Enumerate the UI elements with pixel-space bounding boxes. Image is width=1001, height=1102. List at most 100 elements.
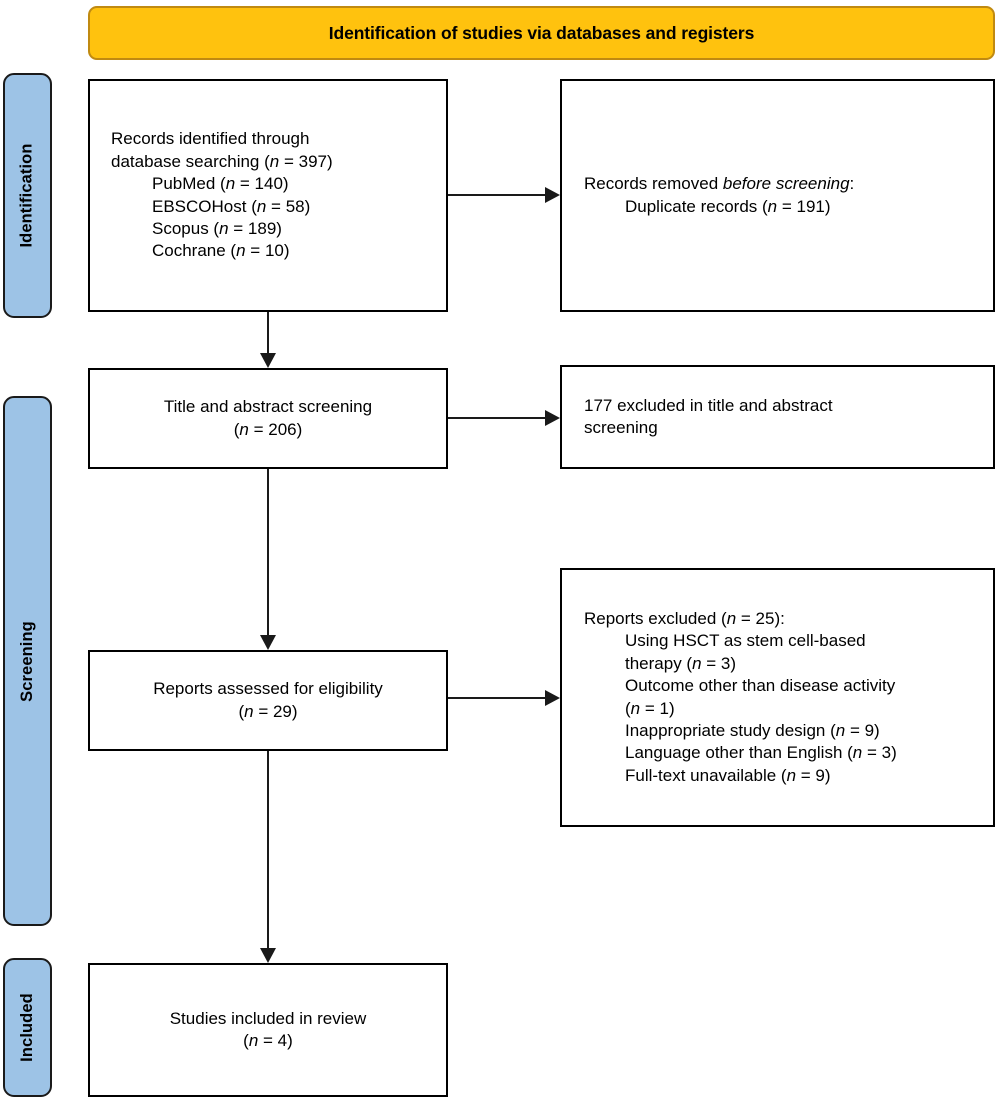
reports-excluded-text: Reports excluded (n = 25): Using HSCT as… [584,608,983,788]
reports-excluded-heading-suffix: = 25): [736,608,785,628]
records-removed-line1-italic: before screening [722,174,850,194]
records-identified-line2-suffix: = 397) [279,151,333,171]
source-ebscohost-name: EBSCOHost ( [152,196,257,216]
source-item-scopus: Scopus (n = 189) [111,218,434,240]
arrowhead-screening-to-excluded [545,410,560,426]
studies-included-line2-suffix: = 4) [258,1031,293,1050]
reason-design-line1: Inappropriate study design ( [625,720,836,740]
reason-item-language: Language other than English (n = 3) [584,742,983,764]
arrowhead-identified-to-screening [260,353,276,368]
reason-outcome-n: n [630,698,641,718]
records-identified-line1: Records identified through [111,129,310,149]
records-removed-duplicates: Duplicate records (n = 191) [584,196,983,218]
reason-hsct-line1: Using HSCT as stem cell-based [625,631,866,651]
records-removed-line2-suffix: = 191) [777,196,831,216]
source-pubmed-name: PubMed ( [152,174,226,194]
connector-identified-to-removed [448,194,545,196]
reason-fulltext-value: = 9) [796,765,831,785]
source-pubmed-value: = 140) [235,174,289,194]
records-removed-text: Records removed before screening: Duplic… [584,173,983,218]
box-excluded-title-abstract: 177 excluded in title and abstract scree… [560,365,995,469]
records-removed-line2-n: n [767,196,778,216]
arrowhead-assessed-to-included [260,948,276,963]
stage-label-identification: Identification [3,73,52,318]
arrowhead-identified-to-removed [545,187,560,203]
arrowhead-assessed-to-excluded [545,690,560,706]
source-scopus-name: Scopus ( [152,218,220,238]
stage-header-identification: Identification of studies via databases … [88,6,995,60]
title-abstract-line2-prefix: ( [233,419,240,439]
source-scopus-n: n [219,218,229,238]
reason-item-outcome: Outcome other than disease activity(n = … [584,675,983,720]
source-item-cochrane: Cochrane (n = 10) [111,240,434,262]
reason-outcome-line2: ( [625,698,631,718]
stage-label-screening-text: Screening [18,620,36,702]
reports-assessed-text: Reports assessed for eligibility (n = 29… [90,678,446,723]
box-records-removed: Records removed before screening: Duplic… [560,79,995,312]
box-reports-excluded: Reports excluded (n = 25): Using HSCT as… [560,568,995,827]
reason-outcome-line1: Outcome other than disease activity [625,676,896,696]
reports-assessed-line2-prefix: ( [238,701,245,721]
title-abstract-line2-suffix: = 206) [248,419,303,439]
source-ebscohost-n: n [256,196,267,216]
reason-hsct-line2: therapy ( [625,653,693,673]
connector-assessed-to-excluded [448,697,545,699]
source-cochrane-n: n [236,241,246,261]
reports-assessed-line1: Reports assessed for eligibility [153,679,383,699]
reason-language-n: n [852,743,863,763]
excluded-title-abstract-line2: screening [584,418,658,437]
title-abstract-screening-text: Title and abstract screening (n = 206) [90,396,446,441]
records-identified-line2-prefix: database searching ( [111,151,270,171]
source-item-pubmed: PubMed (n = 140) [111,173,434,195]
stage-label-identification-text: Identification [18,143,37,248]
records-removed-line2-prefix: Duplicate records ( [625,196,768,216]
stage-label-included: Included [3,958,52,1097]
source-ebscohost-value: = 58) [266,196,311,216]
records-identified-text: Records identified through database sear… [111,128,434,263]
connector-screening-to-assessed [267,469,269,636]
connector-identified-to-screening [267,312,269,354]
reports-assessed-line2-suffix: = 29) [253,701,298,721]
reason-design-value: = 9) [845,720,880,740]
reason-fulltext-line1: Full-text unavailable ( [625,765,787,785]
box-records-identified: Records identified through database sear… [88,79,448,312]
reason-outcome-value: = 1) [640,698,675,718]
box-studies-included: Studies included in review (n = 4) [88,963,448,1097]
reason-item-fulltext: Full-text unavailable (n = 9) [584,765,983,787]
excluded-title-abstract-text: 177 excluded in title and abstract scree… [584,395,983,440]
reason-item-design: Inappropriate study design (n = 9) [584,720,983,742]
title-abstract-line1: Title and abstract screening [163,397,373,417]
box-reports-assessed: Reports assessed for eligibility (n = 29… [88,650,448,751]
reason-design-n: n [835,720,846,740]
studies-included-line1: Studies included in review [169,1008,367,1028]
connector-assessed-to-included [267,751,269,948]
reason-hsct-value: = 3) [701,653,737,673]
source-cochrane-name: Cochrane ( [152,241,237,261]
records-removed-line1-prefix: Records removed [584,174,723,194]
records-removed-line1-suffix: : [849,174,855,194]
reports-assessed-line2-n: n [244,701,254,721]
source-item-ebscohost: EBSCOHost (n = 58) [111,196,434,218]
excluded-title-abstract-line1: 177 excluded in title and abstract [584,395,833,415]
source-scopus-value: = 189) [228,218,282,238]
source-cochrane-value: = 10) [245,241,290,261]
records-identified-line2-n: n [269,151,280,171]
connector-screening-to-excluded [448,417,545,419]
reason-fulltext-n: n [786,765,797,785]
reason-hsct-n: n [692,653,702,673]
source-pubmed-n: n [225,174,236,194]
reason-language-value: = 3) [862,743,897,763]
studies-included-text: Studies included in review (n = 4) [90,1008,446,1053]
box-title-abstract-screening: Title and abstract screening (n = 206) [88,368,448,469]
stage-label-screening: Screening [3,396,52,926]
reports-excluded-heading-n: n [726,608,737,628]
reason-language-line1: Language other than English ( [625,743,853,763]
stage-label-included-text: Included [18,993,37,1062]
stage-header-label: Identification of studies via databases … [328,22,755,43]
studies-included-line2-prefix: ( [243,1031,249,1050]
reports-excluded-heading-prefix: Reports excluded ( [584,608,727,628]
title-abstract-line2-n: n [239,419,249,439]
studies-included-line2-n: n [248,1031,259,1050]
arrowhead-screening-to-assessed [260,635,276,650]
